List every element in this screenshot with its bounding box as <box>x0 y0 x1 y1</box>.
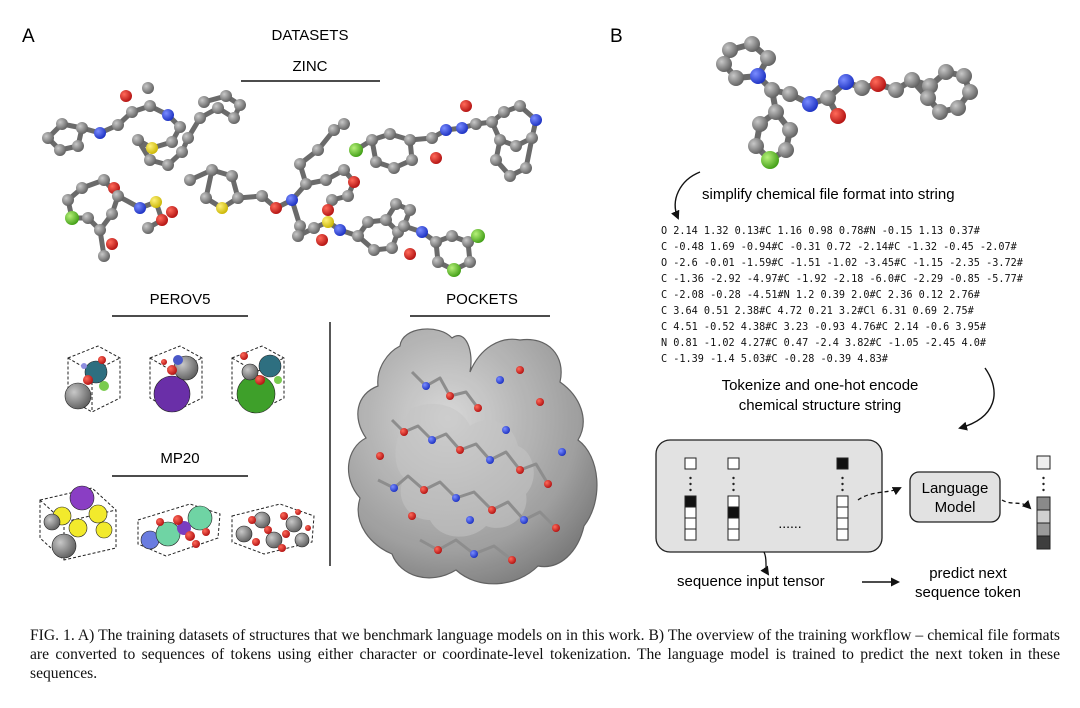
mp20-crystal-1 <box>39 485 117 561</box>
coordinate-line: C 4.51 -0.52 4.38#C 3.23 -0.93 4.76#C 2.… <box>661 322 987 333</box>
figure-caption: FIG. 1. A) The training datasets of stru… <box>30 627 1060 682</box>
perov5-crystal-1 <box>64 345 121 413</box>
mp20-crystal-3 <box>231 503 315 555</box>
mp20-crystal-2 <box>137 503 221 557</box>
language-model-label-line2: Model <box>935 499 976 516</box>
sequence-tensor-box <box>655 439 883 553</box>
figure-canvas: A DATASETS ZINC <box>22 26 1051 601</box>
zinc-title: ZINC <box>293 58 328 75</box>
token-vector <box>836 457 849 541</box>
simplify-arrow <box>671 171 701 220</box>
coordinate-line: C -1.36 -2.92 -4.97#C -1.92 -2.18 -6.0#C… <box>661 274 1024 285</box>
predict-label-line2: sequence token <box>915 584 1021 601</box>
coordinate-line: C 3.64 0.51 2.38#C 4.72 0.21 3.2#Cl 6.31… <box>661 306 975 317</box>
tensor-label-arrow <box>760 551 770 576</box>
zinc-molecule-3 <box>184 118 360 232</box>
perov5-crystal-2 <box>149 345 203 413</box>
coordinate-line: C -2.08 -0.28 -4.51#N 1.2 0.39 2.0#C 2.3… <box>661 290 981 301</box>
perov5-title: PEROV5 <box>150 291 211 308</box>
coordinate-line: C -0.48 1.69 -0.94#C -0.31 0.72 -2.14#C … <box>661 242 1018 253</box>
language-model-box <box>909 471 1001 523</box>
model-to-output-arrow <box>1001 499 1032 510</box>
tensor-to-model-arrow <box>857 487 902 501</box>
panel-a-letter: A <box>22 26 35 47</box>
zinc-molecule-5 <box>292 198 485 277</box>
datasets-title: DATASETS <box>272 27 349 44</box>
tokenize-label-line2: chemical structure string <box>739 397 902 414</box>
tokenize-label-line1: Tokenize and one-hot encode <box>722 377 919 394</box>
perov5-crystal-3 <box>231 345 285 414</box>
zinc-molecule-4 <box>349 100 542 182</box>
output-token-vector <box>1036 455 1051 550</box>
tokenize-arrow <box>958 367 995 431</box>
token-vector <box>684 457 697 541</box>
simplify-label: simplify chemical file format into strin… <box>702 186 955 203</box>
language-model-label-line1: Language <box>922 480 989 497</box>
pockets-title: POCKETS <box>446 291 518 308</box>
coordinate-line: N 0.81 -1.02 4.27#C 0.47 -2.4 3.82#C -1.… <box>661 338 987 349</box>
panel-b: B simplify chemical file format into str… <box>610 26 1051 601</box>
coordinate-line: C -1.39 -1.4 5.03#C -0.28 -0.39 4.83# <box>661 354 889 365</box>
tensor-ellipsis: ...... <box>778 515 801 531</box>
pocket-surface <box>347 328 598 585</box>
token-vector <box>727 457 740 541</box>
zinc-molecule-2 <box>62 174 178 262</box>
coordinate-line: O 2.14 1.32 0.13#C 1.16 0.98 0.78#N -0.1… <box>661 226 981 237</box>
panel-b-letter: B <box>610 26 623 47</box>
predict-label-line1: predict next <box>929 565 1007 582</box>
mp20-title: MP20 <box>160 450 199 467</box>
panel-a: A DATASETS ZINC <box>22 26 598 585</box>
sequence-input-label: sequence input tensor <box>677 573 825 590</box>
zinc-molecule-1 <box>42 82 246 171</box>
coordinate-string-block: O 2.14 1.32 0.13#C 1.16 0.98 0.78#N -0.1… <box>661 226 1024 365</box>
coordinate-line: O -2.6 -0.01 -1.59#C -1.51 -1.02 -3.45#C… <box>661 258 1024 269</box>
panel-b-molecule <box>716 36 978 169</box>
